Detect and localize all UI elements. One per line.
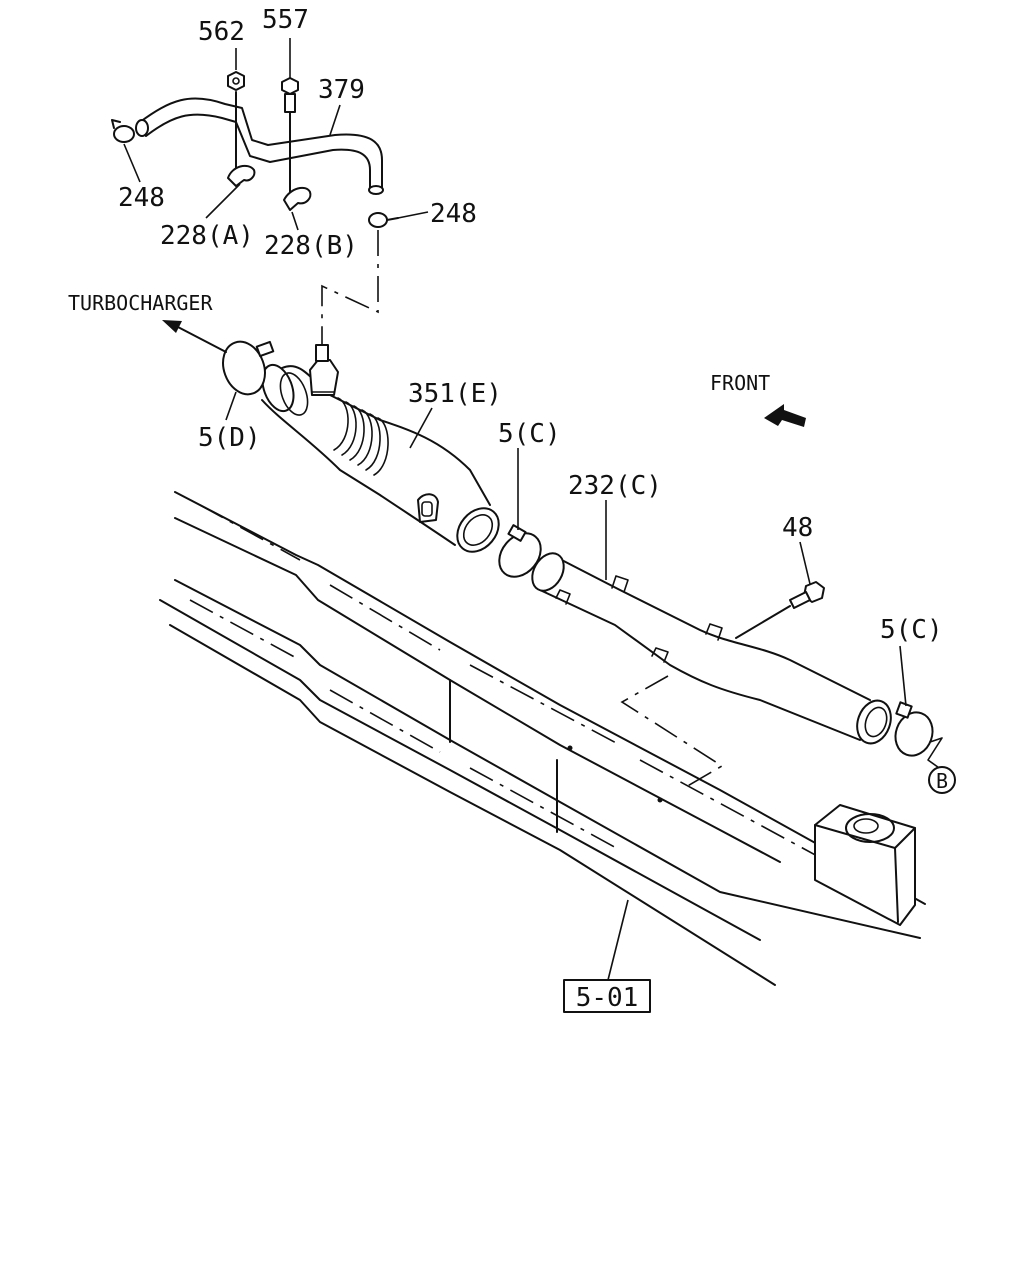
bracket-228a bbox=[227, 164, 256, 187]
bolt-48 bbox=[735, 581, 825, 639]
clamp-5d bbox=[222, 340, 275, 396]
chassis-frame bbox=[159, 491, 926, 986]
callout-557: 557 bbox=[262, 5, 309, 35]
ref-501-text: 5-01 bbox=[576, 983, 639, 1013]
tank-block bbox=[814, 804, 916, 926]
ref-b-text: B bbox=[936, 769, 948, 793]
ref-b-circle: B bbox=[928, 766, 956, 794]
callout-351e: 351(E) bbox=[408, 379, 502, 409]
callout-248-right: 248 bbox=[430, 199, 477, 229]
callout-48: 48 bbox=[782, 513, 813, 543]
pipe-232c bbox=[531, 552, 892, 745]
callout-228a: 228(A) bbox=[160, 221, 254, 251]
filled-arrow-upper-left-icon bbox=[764, 404, 806, 427]
front-label: FRONT bbox=[710, 371, 770, 395]
callout-5c-right: 5(C) bbox=[880, 615, 943, 645]
ref-501-box: 5-01 bbox=[563, 979, 651, 1013]
callout-562: 562 bbox=[198, 17, 245, 47]
callout-379: 379 bbox=[318, 75, 365, 105]
clip-248-left bbox=[111, 119, 135, 143]
callout-248-left: 248 bbox=[118, 183, 165, 213]
callout-5c-mid: 5(C) bbox=[498, 419, 561, 449]
bracket-228b bbox=[283, 186, 312, 211]
clamp-5c-right bbox=[894, 701, 943, 771]
pipe-frame-connection-line bbox=[620, 675, 724, 789]
clamp-5c-mid bbox=[498, 524, 542, 578]
callout-5d: 5(D) bbox=[198, 423, 261, 453]
clip-248-right bbox=[368, 212, 399, 228]
callout-228b: 228(B) bbox=[264, 231, 358, 261]
turbocharger-label: TURBOCHARGER bbox=[68, 291, 213, 315]
duct-351e bbox=[261, 344, 500, 553]
callout-232c: 232(C) bbox=[568, 471, 662, 501]
arrow-upper-left-icon bbox=[162, 320, 227, 353]
leader-lines bbox=[123, 38, 907, 981]
hose-379 bbox=[135, 97, 384, 195]
hose-connection-line bbox=[321, 230, 379, 345]
